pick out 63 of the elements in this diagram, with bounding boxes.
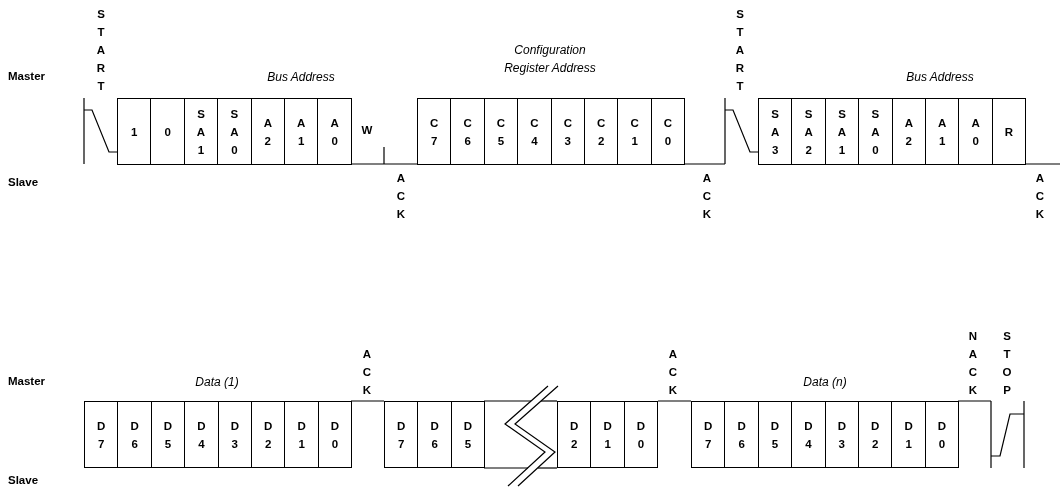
bit-label: C5 [496,115,506,149]
bus-line-label: Master [8,375,46,387]
field-label: Data (n) [802,374,848,391]
acknowledge-label: ACK [668,347,678,398]
bit-label: SA3 [770,106,780,158]
bit-label: SA2 [804,106,814,158]
bus-line-label: Slave [8,176,39,188]
field-label: Bus Address [266,69,336,86]
bus-line-label: Master [8,70,46,82]
bit-label: D6 [737,418,747,452]
bit-label: C6 [463,115,473,149]
bit-label: D0 [330,418,340,452]
bit-label: SA1 [837,106,847,158]
bit-label: A2 [263,115,273,149]
bit-label: A1 [296,115,306,149]
bit-label: D7 [703,418,713,452]
bit-label: D1 [603,418,613,452]
acknowledge-label: ACK [702,171,712,222]
bit-label: D1 [297,418,307,452]
bit-label: D5 [163,418,173,452]
field-label: Bus Address [905,69,975,86]
bit-label: 1 [130,124,139,140]
bit-label: D3 [230,418,240,452]
condition-label: START [96,7,106,94]
acknowledge-label: NACK [968,329,978,398]
bit-label: SA0 [870,106,880,158]
bit-label: A0 [330,115,340,149]
bit-label: D4 [803,418,813,452]
bit-label: D7 [96,418,106,452]
bus-line-label: Slave [8,474,39,486]
condition-label: STOP [1002,329,1012,398]
bit-label: R [1004,124,1014,140]
field-label: Configuration Register Address [503,42,597,77]
bit-label: D6 [430,418,440,452]
bit-label: A1 [937,115,947,149]
bit-label: SA1 [196,106,206,158]
bit-label: A0 [971,115,981,149]
condition-label: START [735,7,745,94]
bit-label: C3 [563,115,573,149]
bit-label: D2 [569,418,579,452]
bit-label: C4 [529,115,539,149]
bit-label: C0 [663,115,673,149]
bit-label: D0 [636,418,646,452]
bit-label: D2 [870,418,880,452]
bit-label: C7 [429,115,439,149]
field-label: Data (1) [194,374,240,391]
bit-label: D3 [837,418,847,452]
bit-label: D0 [937,418,947,452]
bit-label: D7 [396,418,406,452]
bit-label: D6 [130,418,140,452]
acknowledge-label: ACK [1035,171,1045,222]
bit-label: C2 [596,115,606,149]
acknowledge-label: ACK [362,347,372,398]
bit-label: D5 [463,418,473,452]
bit-label: SA0 [229,106,239,158]
bit-label: D4 [196,418,206,452]
bit-label: A2 [904,115,914,149]
bit-label: C1 [630,115,640,149]
bit-label: D5 [770,418,780,452]
bit-label: D2 [263,418,273,452]
bit-label: 0 [163,124,172,140]
bit-label: D1 [904,418,914,452]
acknowledge-label: ACK [396,171,406,222]
